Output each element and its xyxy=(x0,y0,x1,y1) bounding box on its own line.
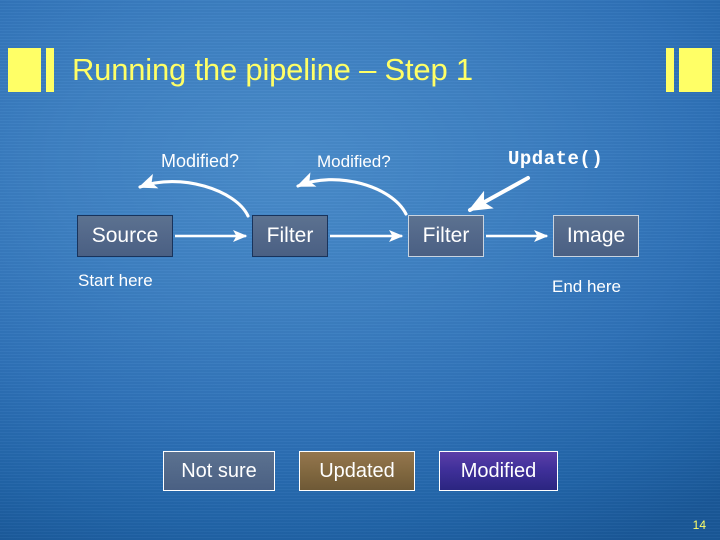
node-filter-2[interactable]: Filter xyxy=(408,215,484,257)
title-decoration-right-bar xyxy=(666,48,674,92)
arrow-label-modified-1: Modified? xyxy=(161,151,240,171)
arrow-label-modified-2: Modified? xyxy=(317,152,391,171)
query-arrow-modified-2 xyxy=(296,172,408,216)
arrow-label-update: Update() xyxy=(508,148,604,170)
legend-item-updated[interactable]: Updated xyxy=(299,451,415,491)
query-arrow-modified-1 xyxy=(138,173,250,218)
legend-item-not-sure[interactable]: Not sure xyxy=(163,451,275,491)
node-filter-1[interactable]: Filter xyxy=(252,215,328,257)
annotation-start-here: Start here xyxy=(78,271,153,290)
title-band: Running the pipeline – Step 1 xyxy=(0,42,720,98)
node-source[interactable]: Source xyxy=(77,215,173,257)
slide-title: Running the pipeline – Step 1 xyxy=(72,52,473,87)
annotation-end-here: End here xyxy=(552,277,621,296)
legend-item-modified[interactable]: Modified xyxy=(439,451,558,491)
title-decoration-right-block xyxy=(679,48,712,92)
title-decoration-left-bar xyxy=(46,48,54,92)
query-arrow-update xyxy=(467,176,530,212)
title-decoration-left-block xyxy=(8,48,41,92)
page-number: 14 xyxy=(692,518,706,532)
node-image[interactable]: Image xyxy=(553,215,639,257)
